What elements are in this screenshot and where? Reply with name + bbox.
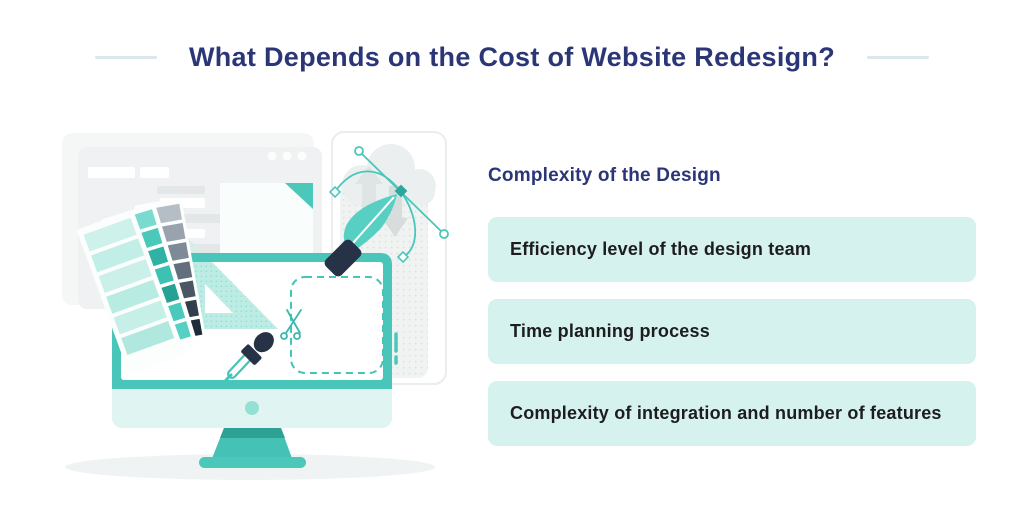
browser-dot	[297, 151, 307, 161]
marquee-selection-icon	[290, 276, 384, 374]
browser-dot	[267, 151, 277, 161]
bezier-curve-icon	[328, 146, 449, 264]
title-row: What Depends on the Cost of Website Rede…	[0, 42, 1024, 73]
browser-dot	[282, 151, 292, 161]
monitor-camera-dot	[245, 401, 259, 415]
title-divider-left	[94, 56, 157, 59]
factor-box: Time planning process	[488, 299, 976, 364]
factor-box: Complexity of integration and number of …	[488, 381, 976, 446]
monitor-base	[199, 457, 306, 468]
eyedropper-icon	[224, 332, 274, 382]
factor-label: Efficiency level of the design team	[510, 239, 812, 259]
factor-list: Efficiency level of the design team Time…	[488, 217, 976, 463]
section-heading: Complexity of the Design	[488, 165, 721, 186]
scissors-icon	[280, 309, 302, 340]
factor-box: Efficiency level of the design team	[488, 217, 976, 282]
pen-tool-icon	[324, 194, 397, 277]
anchor-point	[394, 184, 408, 198]
illustration	[62, 131, 449, 480]
document-icon	[220, 183, 313, 253]
swatch-card-mint	[77, 210, 185, 374]
triangle-ruler-icon	[187, 237, 278, 329]
cloud-icon	[342, 144, 436, 237]
page-title: What Depends on the Cost of Website Rede…	[188, 42, 836, 72]
title-divider-right	[867, 56, 930, 59]
factor-label: Time planning process	[510, 321, 710, 341]
color-swatches-icon	[77, 197, 206, 374]
factor-label: Complexity of integration and number of …	[510, 403, 942, 423]
